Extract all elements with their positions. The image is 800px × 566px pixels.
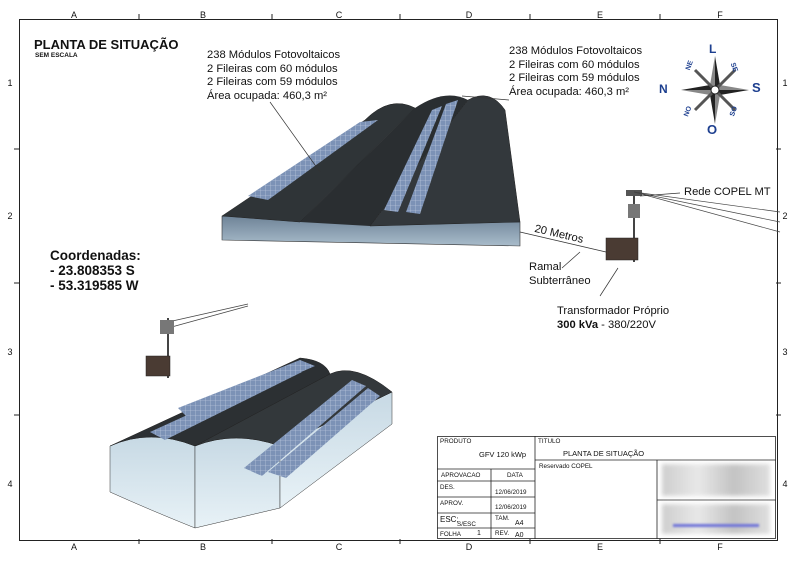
roof-right-line-4: Área ocupada: 460,3 m² [509,85,630,98]
ramal-line-2: Subterrâneo [529,274,591,287]
upper-roof-right [369,95,521,227]
row-label-1: 1 [7,78,13,88]
title-block: PRODUTO GFV 120 kWp TITULO PLANTA DE SIT… [437,436,776,539]
roof-right-line-1: 238 Módulos Fotovoltaicos [509,45,643,57]
roof-right-line-3: 2 Fileiras com 59 módulos [509,72,640,84]
lower-building [109,357,393,529]
scale-note: SEM ESCALA [35,52,78,59]
transformer-spec: 300 kVa - 380/220V [557,319,669,333]
roof-left-line-3: 2 Fileiras com 59 módulos [207,76,338,88]
upper-building [221,95,521,247]
redacted-signature-stroke [673,524,759,527]
transformer-power: 300 kVa [557,318,599,331]
transformer-voltage: - 380/220V [598,318,656,331]
des-label: DES. [440,484,455,491]
roof-right-line-2: 2 Fileiras com 60 módulos [509,58,640,71]
aprov-label: APROV. [440,500,464,507]
roof-right-label: 238 Módulos Fotovoltaicos 2 Fileiras com… [509,45,642,99]
row-label-2: 2 [7,211,13,221]
col-label-b: B [199,542,206,552]
leader-ramal [561,251,581,269]
upper-pv-array-3 [406,100,458,214]
transformer-station-right [605,190,781,262]
roof-left-label: 238 Módulos Fotovoltaicos 2 Fileiras com… [207,49,340,103]
compass-o: O [707,122,718,137]
distance-line [519,231,607,253]
coordinates-lat: - 23.808353 S [50,263,135,278]
data-label: DATA [507,472,523,479]
folha-value: 1 [477,530,481,537]
leader-transformer [599,267,619,297]
compass-l: L [709,42,717,56]
roof-left-line-2: 2 Fileiras com 60 módulos [207,62,338,75]
col-label-a: A [70,542,77,552]
upper-pv-array-1 [248,120,378,200]
coordinates-heading: Coordenadas: [50,248,141,263]
tam-label: TAM. [495,515,510,522]
upper-pv-array-2 [384,106,442,212]
coordinates-lon: - 53.319585 W [50,278,139,293]
tam-value: A4 [515,520,524,527]
redacted-logo [662,464,770,496]
lower-pv-array-3 [244,380,366,476]
compass-star-icon [681,56,749,124]
esc-value: S/ESC [457,521,476,528]
leader-roof-right [461,95,510,101]
lower-pv-array-2 [150,368,302,440]
col-label-f: F [717,10,723,20]
aprovacao-label: APROVACAO [441,472,481,479]
transformer-title: Transformador Próprio [557,305,670,317]
row-label-1: 1 [782,78,788,88]
col-label-d: D [465,542,473,552]
rev-value: A0 [515,532,524,539]
redacted-signature [662,504,770,534]
folha-label: FOLHA [440,531,461,538]
des-date: 12/06/2019 [495,489,527,496]
col-label-c: C [335,10,343,20]
compass-rose: N S L O NE SE NO SO [659,40,765,140]
leader-rede [639,192,681,197]
leader-roof-left [269,101,321,173]
ramal-line-1: Ramal [529,261,562,273]
col-label-f: F [717,542,723,552]
row-label-4: 4 [782,479,788,489]
compass-n: N [659,82,668,96]
compass-s: S [752,80,761,95]
col-label-e: E [596,10,603,20]
row-label-3: 3 [782,347,788,357]
rede-label: Rede COPEL MT [684,186,771,198]
col-label-e: E [596,542,603,552]
row-label-3: 3 [7,347,13,357]
page-title: PLANTA DE SITUAÇÃO [34,37,179,52]
aprov-date: 12/06/2019 [495,504,527,511]
rev-label: REV. [495,530,510,537]
coordinates-block: Coordenadas: - 23.808353 S - 53.319585 W [50,248,141,293]
col-label-c: C [335,542,343,552]
transformer-station-left [145,303,249,378]
transformer-label: Transformador Próprio 300 kVa - 380/220V [557,305,669,332]
title-block-grid [437,436,776,539]
col-label-b: B [199,10,206,20]
ramal-label: Ramal Subterrâneo [529,261,591,288]
produto-value: GFV 120 kWp [479,450,527,459]
titulo-value: PLANTA DE SITUAÇÃO [563,449,645,458]
roof-left-line-4: Área ocupada: 460,3 m² [207,89,328,102]
titulo-label: TITULO [538,438,561,445]
produto-label: PRODUTO [440,438,472,445]
reservado-label: Reservado COPEL [539,463,593,470]
col-label-a: A [70,10,77,20]
esc-label: ESC: [440,515,459,524]
row-label-4: 4 [7,479,13,489]
col-label-d: D [465,10,473,20]
row-label-2: 2 [782,211,788,221]
lower-pv-array-4 [268,388,380,478]
roof-left-line-1: 238 Módulos Fotovoltaicos [207,49,341,61]
drawing-frame [19,19,778,541]
